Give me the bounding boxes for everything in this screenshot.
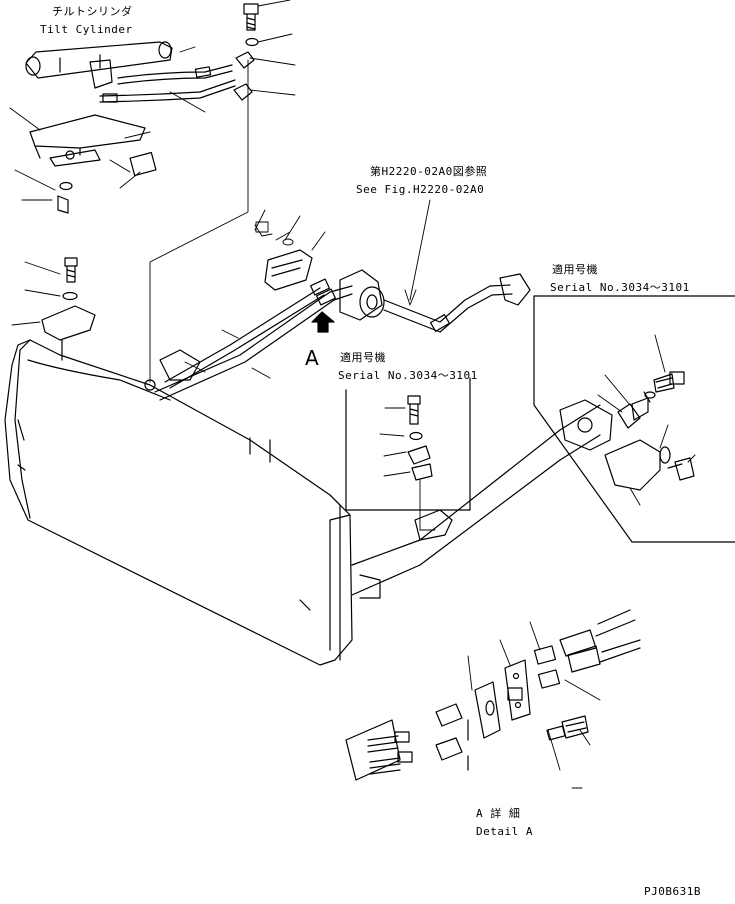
serial-center-label-jp: 適用号機 [340,351,386,364]
dozer-blade [4,339,353,666]
view-a-marker: A [305,346,319,370]
top-bolt [233,3,259,101]
detail-a-components [345,609,641,789]
view-arrow [311,311,335,333]
hose-upper [117,64,233,85]
guide-lines [149,59,266,383]
frame-arm [351,399,613,599]
center-joint [264,249,385,321]
drawing-code: PJ0B631B [644,885,701,898]
hose-lower [99,79,236,103]
detail-a-label-en: Detail A [476,825,533,838]
leader-lines-top [9,0,296,201]
detail-a-label-jp: A 詳 細 [476,807,521,820]
see-fig-label-jp: 第H2220-02A0図参照 [370,165,488,178]
tilt-cylinder [25,41,173,89]
left-bolt-stack [11,257,96,361]
serial-right-label-en: Serial No.3034～3101 [550,281,690,294]
serial-right-label-jp: 適用号機 [552,263,598,276]
misc-leaders [254,215,326,251]
right-piping [383,199,531,333]
right-serial-box [533,295,735,543]
see-fig-label-en: See Fig.H2220-02A0 [356,183,485,196]
main-pipes [144,278,353,401]
center-serial-box [345,377,471,531]
tilt-cylinder-label-en: Tilt Cylinder [40,23,133,36]
cylinder-bracket [29,114,157,214]
tilt-cylinder-label-jp: チルトシリンダ [52,5,133,18]
serial-center-label-en: Serial No.3034～3101 [338,369,478,382]
